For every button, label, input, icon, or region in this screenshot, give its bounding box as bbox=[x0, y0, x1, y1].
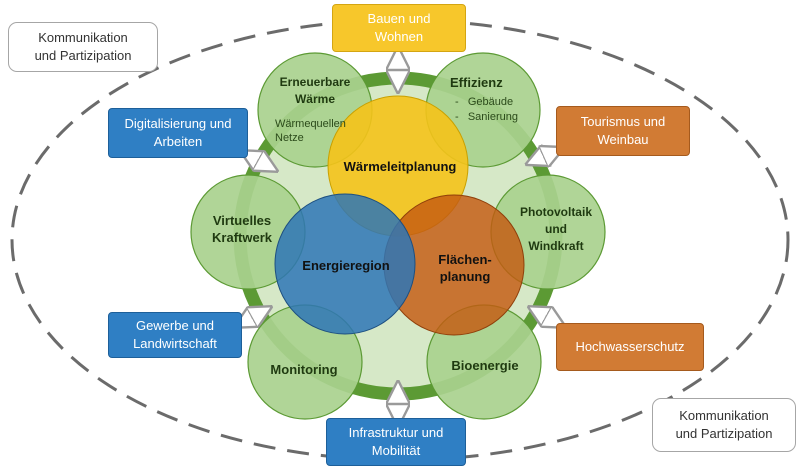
arrow-hochwasser bbox=[538, 312, 556, 322]
topic-effizienz-item-2: - Sanierung bbox=[455, 111, 518, 123]
sector-hochwasserschutz: Hochwasserschutz bbox=[556, 323, 704, 371]
core-energieregion: Energieregion bbox=[302, 258, 390, 273]
core-flaechenplanung: Flächen- planung bbox=[438, 252, 492, 284]
topic-effizienz-item-1: - Gebäude bbox=[455, 96, 514, 108]
sector-digitalisierung: Digitalisierung und Arbeiten bbox=[108, 108, 248, 158]
topic-virtuelles-kraftwerk: Virtuelles Kraftwerk bbox=[212, 213, 272, 245]
topic-bioenergie: Bioenergie bbox=[451, 358, 519, 373]
label-kommunikation-bottom: Kommunikation und Partizipation bbox=[652, 398, 796, 452]
core-waermeleitplanung: Wärmeleitplanung bbox=[343, 159, 457, 174]
sector-tourismus: Tourismus und Weinbau bbox=[556, 106, 690, 156]
arrow-tourismus bbox=[536, 152, 554, 160]
topic-effizienz: Effizienz bbox=[450, 75, 503, 90]
circle-energieregion bbox=[274, 193, 416, 335]
arrow-digitalisierung bbox=[250, 156, 268, 166]
label-kommunikation-top: Kommunikation und Partizipation bbox=[8, 22, 158, 72]
topic-monitoring: Monitoring bbox=[270, 362, 338, 377]
arrow-gewerbe bbox=[244, 312, 262, 322]
sector-bauen-und-wohnen: Bauen und Wohnen bbox=[332, 4, 466, 52]
sector-infrastruktur: Infrastruktur und Mobilität bbox=[326, 418, 466, 466]
topic-erneuerbare-detail: Wärmequellen Netze bbox=[275, 118, 346, 144]
topic-erneuerbare-waerme: Erneuerbare Wärme bbox=[279, 75, 351, 106]
sector-gewerbe: Gewerbe und Landwirtschaft bbox=[108, 312, 242, 358]
topic-photovoltaik: Photovoltaik und Windkraft bbox=[519, 205, 592, 253]
